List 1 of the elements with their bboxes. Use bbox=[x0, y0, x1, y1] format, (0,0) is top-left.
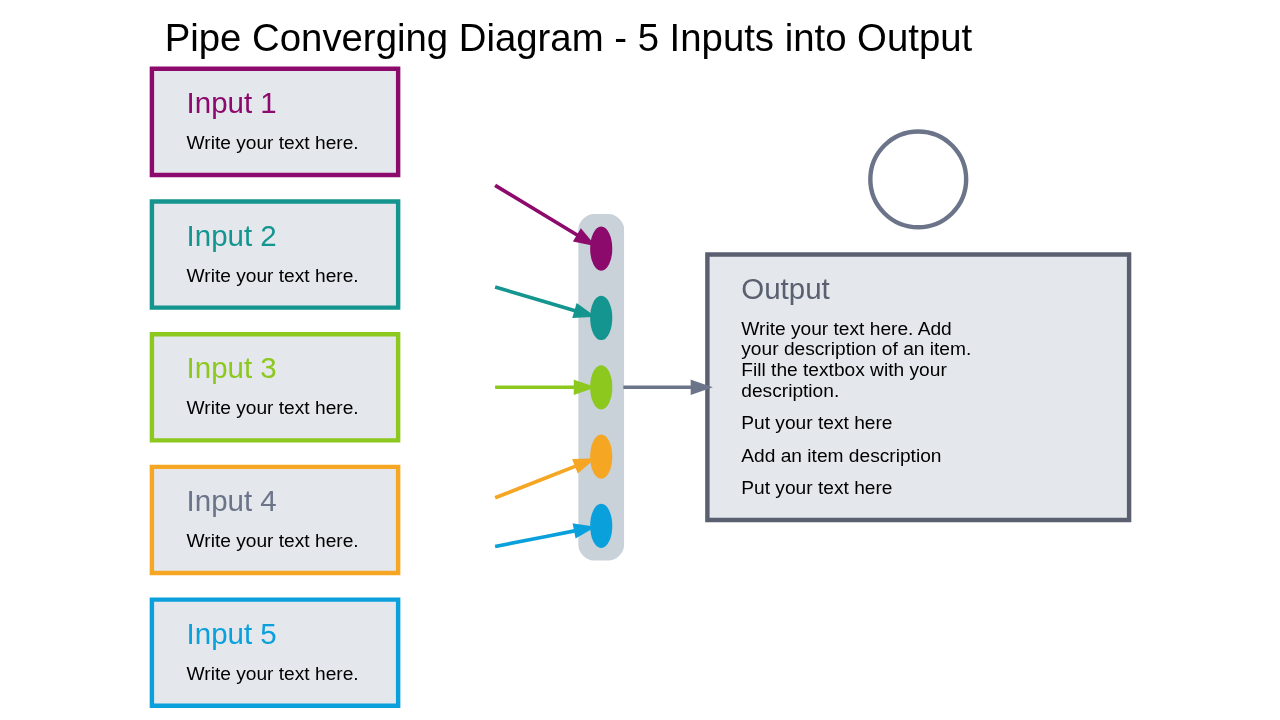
diagram-title: Pipe Converging Diagram - 5 Inputs into Output bbox=[164, 15, 972, 59]
